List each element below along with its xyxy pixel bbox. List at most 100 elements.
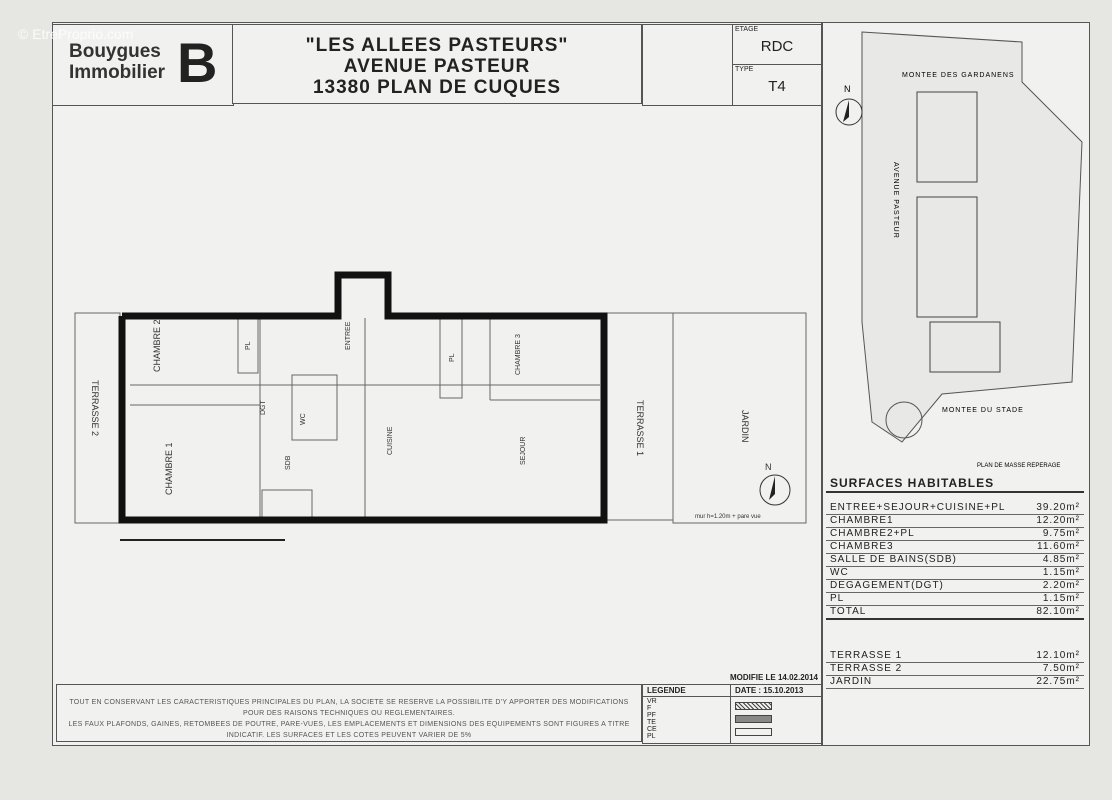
surface-label: DEGAGEMENT(DGT)	[830, 580, 944, 591]
title-line2: AVENUE PASTEUR	[343, 56, 531, 77]
room-sejour: SEJOUR	[520, 437, 527, 465]
surface-value: 12.10m²	[1036, 650, 1080, 661]
street-stade: MONTEE DU STADE	[942, 407, 1024, 414]
surface-row: CHAMBRE3 11.60m²	[826, 541, 1084, 554]
surface-label: JARDIN	[830, 676, 873, 687]
surface-row: DEGAGEMENT(DGT) 2.20m²	[826, 580, 1084, 593]
logo-line2: Immobilier	[69, 62, 166, 83]
north-label: N	[765, 462, 772, 472]
disclaimer-line: TOUT EN CONSERVANT LES CARACTERISTIQUES …	[69, 699, 629, 706]
site-plan: MONTEE DES GARDANENS AVENUE PASTEUR MONT…	[835, 31, 1083, 469]
logo-mark: B	[177, 31, 218, 94]
jardin-label: JARDIN	[740, 410, 750, 443]
surface-row: WC 1.15m²	[826, 567, 1084, 580]
room-entree: ENTREE	[345, 321, 352, 350]
surface-row: ENTREE+SEJOUR+CUISINE+PL 39.20m²	[826, 502, 1084, 515]
wall-note: mur h=1.20m + pare vue	[695, 514, 761, 520]
floor-plan: CHAMBRE 2 CHAMBRE 1 CHAMBRE 3 ENTREE CUI…	[74, 271, 807, 541]
room-dgt: DGT	[260, 400, 267, 416]
surface-row: PL 1.15m²	[826, 593, 1084, 606]
type-cell: TYPE T4	[732, 64, 822, 106]
surface-label: CHAMBRE3	[830, 541, 894, 552]
legend-code: F	[647, 705, 652, 712]
modified-date: MODIFIE LE 14.02.2014	[729, 673, 818, 682]
watermark: © EtreProprio.com	[18, 26, 134, 42]
total-label: TOTAL	[830, 606, 867, 617]
room-chambre-3: CHAMBRE 3	[515, 334, 522, 375]
legend-code: PF	[647, 712, 656, 719]
surfaces-title: SURFACES HABITABLES	[826, 476, 1084, 493]
surface-row: JARDIN 22.75m²	[826, 676, 1084, 689]
total-row: TOTAL 82.10m²	[826, 606, 1084, 620]
surfaces-table: SURFACES HABITABLES ENTREE+SEJOUR+CUISIN…	[826, 476, 1084, 689]
surface-row: TERRASSE 1 12.10m²	[826, 650, 1084, 663]
disclaimer: TOUT EN CONSERVANT LES CARACTERISTIQUES …	[56, 684, 642, 742]
surface-value: 7.50m²	[1042, 663, 1080, 674]
jardin-area	[672, 312, 807, 524]
surface-value: 2.20m²	[1042, 580, 1080, 591]
room-wc: WC	[300, 413, 307, 425]
etage-value: RDC	[760, 38, 794, 55]
blank-cell	[642, 24, 734, 106]
date-cell: DATE : 15.10.2013	[730, 684, 822, 744]
surface-label: CHAMBRE1	[830, 515, 894, 526]
surface-label: TERRASSE 2	[830, 663, 903, 674]
room-pl-1: PL	[245, 341, 252, 350]
legend-code: TE	[647, 719, 656, 726]
north-arrow-icon	[759, 474, 791, 506]
surface-value: 39.20m²	[1036, 502, 1080, 513]
surface-label: PL	[830, 593, 845, 604]
legend-code: PL	[647, 733, 656, 740]
plan-sheet	[52, 22, 822, 746]
surface-value: 1.15m²	[1042, 567, 1080, 578]
surface-row: CHAMBRE1 12.20m²	[826, 515, 1084, 528]
logo-line1: Bouygues	[69, 41, 161, 62]
site-north-label: N	[844, 84, 851, 94]
type-value: T4	[768, 78, 786, 95]
disclaimer-line: POUR DES RAISONS TECHNIQUES OU REGLEMENT…	[243, 710, 455, 717]
room-chambre-1: CHAMBRE 1	[164, 442, 174, 495]
legend-swatch-hatch	[735, 702, 772, 710]
type-label: TYPE	[735, 66, 754, 73]
surface-value: 22.75m²	[1036, 676, 1080, 687]
surface-row: CHAMBRE2+PL 9.75m²	[826, 528, 1084, 541]
room-pl-2: PL	[449, 353, 456, 362]
street-pasteur: AVENUE PASTEUR	[892, 162, 899, 239]
surface-value: 11.60m²	[1037, 541, 1080, 552]
surface-value: 4.85m²	[1042, 554, 1080, 565]
legend-title: LEGENDE	[643, 685, 731, 697]
room-sdb: SDB	[285, 455, 292, 470]
surface-label: TERRASSE 1	[830, 650, 903, 661]
date-label: DATE : 15.10.2013	[731, 685, 821, 697]
room-chambre-2: CHAMBRE 2	[152, 319, 162, 372]
surface-label: SALLE DE BAINS(SDB)	[830, 554, 957, 565]
surface-value: 12.20m²	[1036, 515, 1080, 526]
surface-label: WC	[830, 567, 849, 578]
surface-value: 9.75m²	[1042, 528, 1080, 539]
etage-label: ETAGE	[735, 26, 759, 33]
legend-code: VR	[647, 698, 657, 705]
surface-value: 1.15m²	[1042, 593, 1080, 604]
surface-label: CHAMBRE2+PL	[830, 528, 915, 539]
legend-code: CE	[647, 726, 657, 733]
site-plan-caption: PLAN DE MASSE REPERAGE	[977, 463, 1060, 469]
surface-label: ENTREE+SEJOUR+CUISINE+PL	[830, 502, 1006, 513]
site-north-arrow-icon	[835, 98, 863, 126]
disclaimer-line: LES FAUX PLAFONDS, GAINES, RETOMBEES DE …	[68, 721, 630, 728]
title-line3: 13380 PLAN DE CUQUES	[312, 77, 562, 98]
terrasse-1-label: TERRASSE 1	[635, 400, 645, 456]
disclaimer-line: INDICATIF. LES SURFACES ET LES COTES PEU…	[226, 732, 472, 739]
street-gardanens: MONTEE DES GARDANENS	[902, 72, 1015, 79]
surface-row: TERRASSE 2 7.50m²	[826, 663, 1084, 676]
surface-row: SALLE DE BAINS(SDB) 4.85m²	[826, 554, 1084, 567]
etage-cell: ETAGE RDC	[732, 24, 822, 66]
total-value: 82.10m²	[1036, 606, 1080, 617]
exterior-walls	[118, 271, 608, 524]
terrasse-2-label: TERRASSE 2	[90, 380, 100, 436]
legend-swatch-grey	[735, 715, 772, 723]
project-title: "LES ALLEES PASTEURS" AVENUE PASTEUR 133…	[232, 24, 642, 104]
title-line1: "LES ALLEES PASTEURS"	[305, 35, 569, 56]
legend-swatch-empty	[735, 728, 772, 736]
